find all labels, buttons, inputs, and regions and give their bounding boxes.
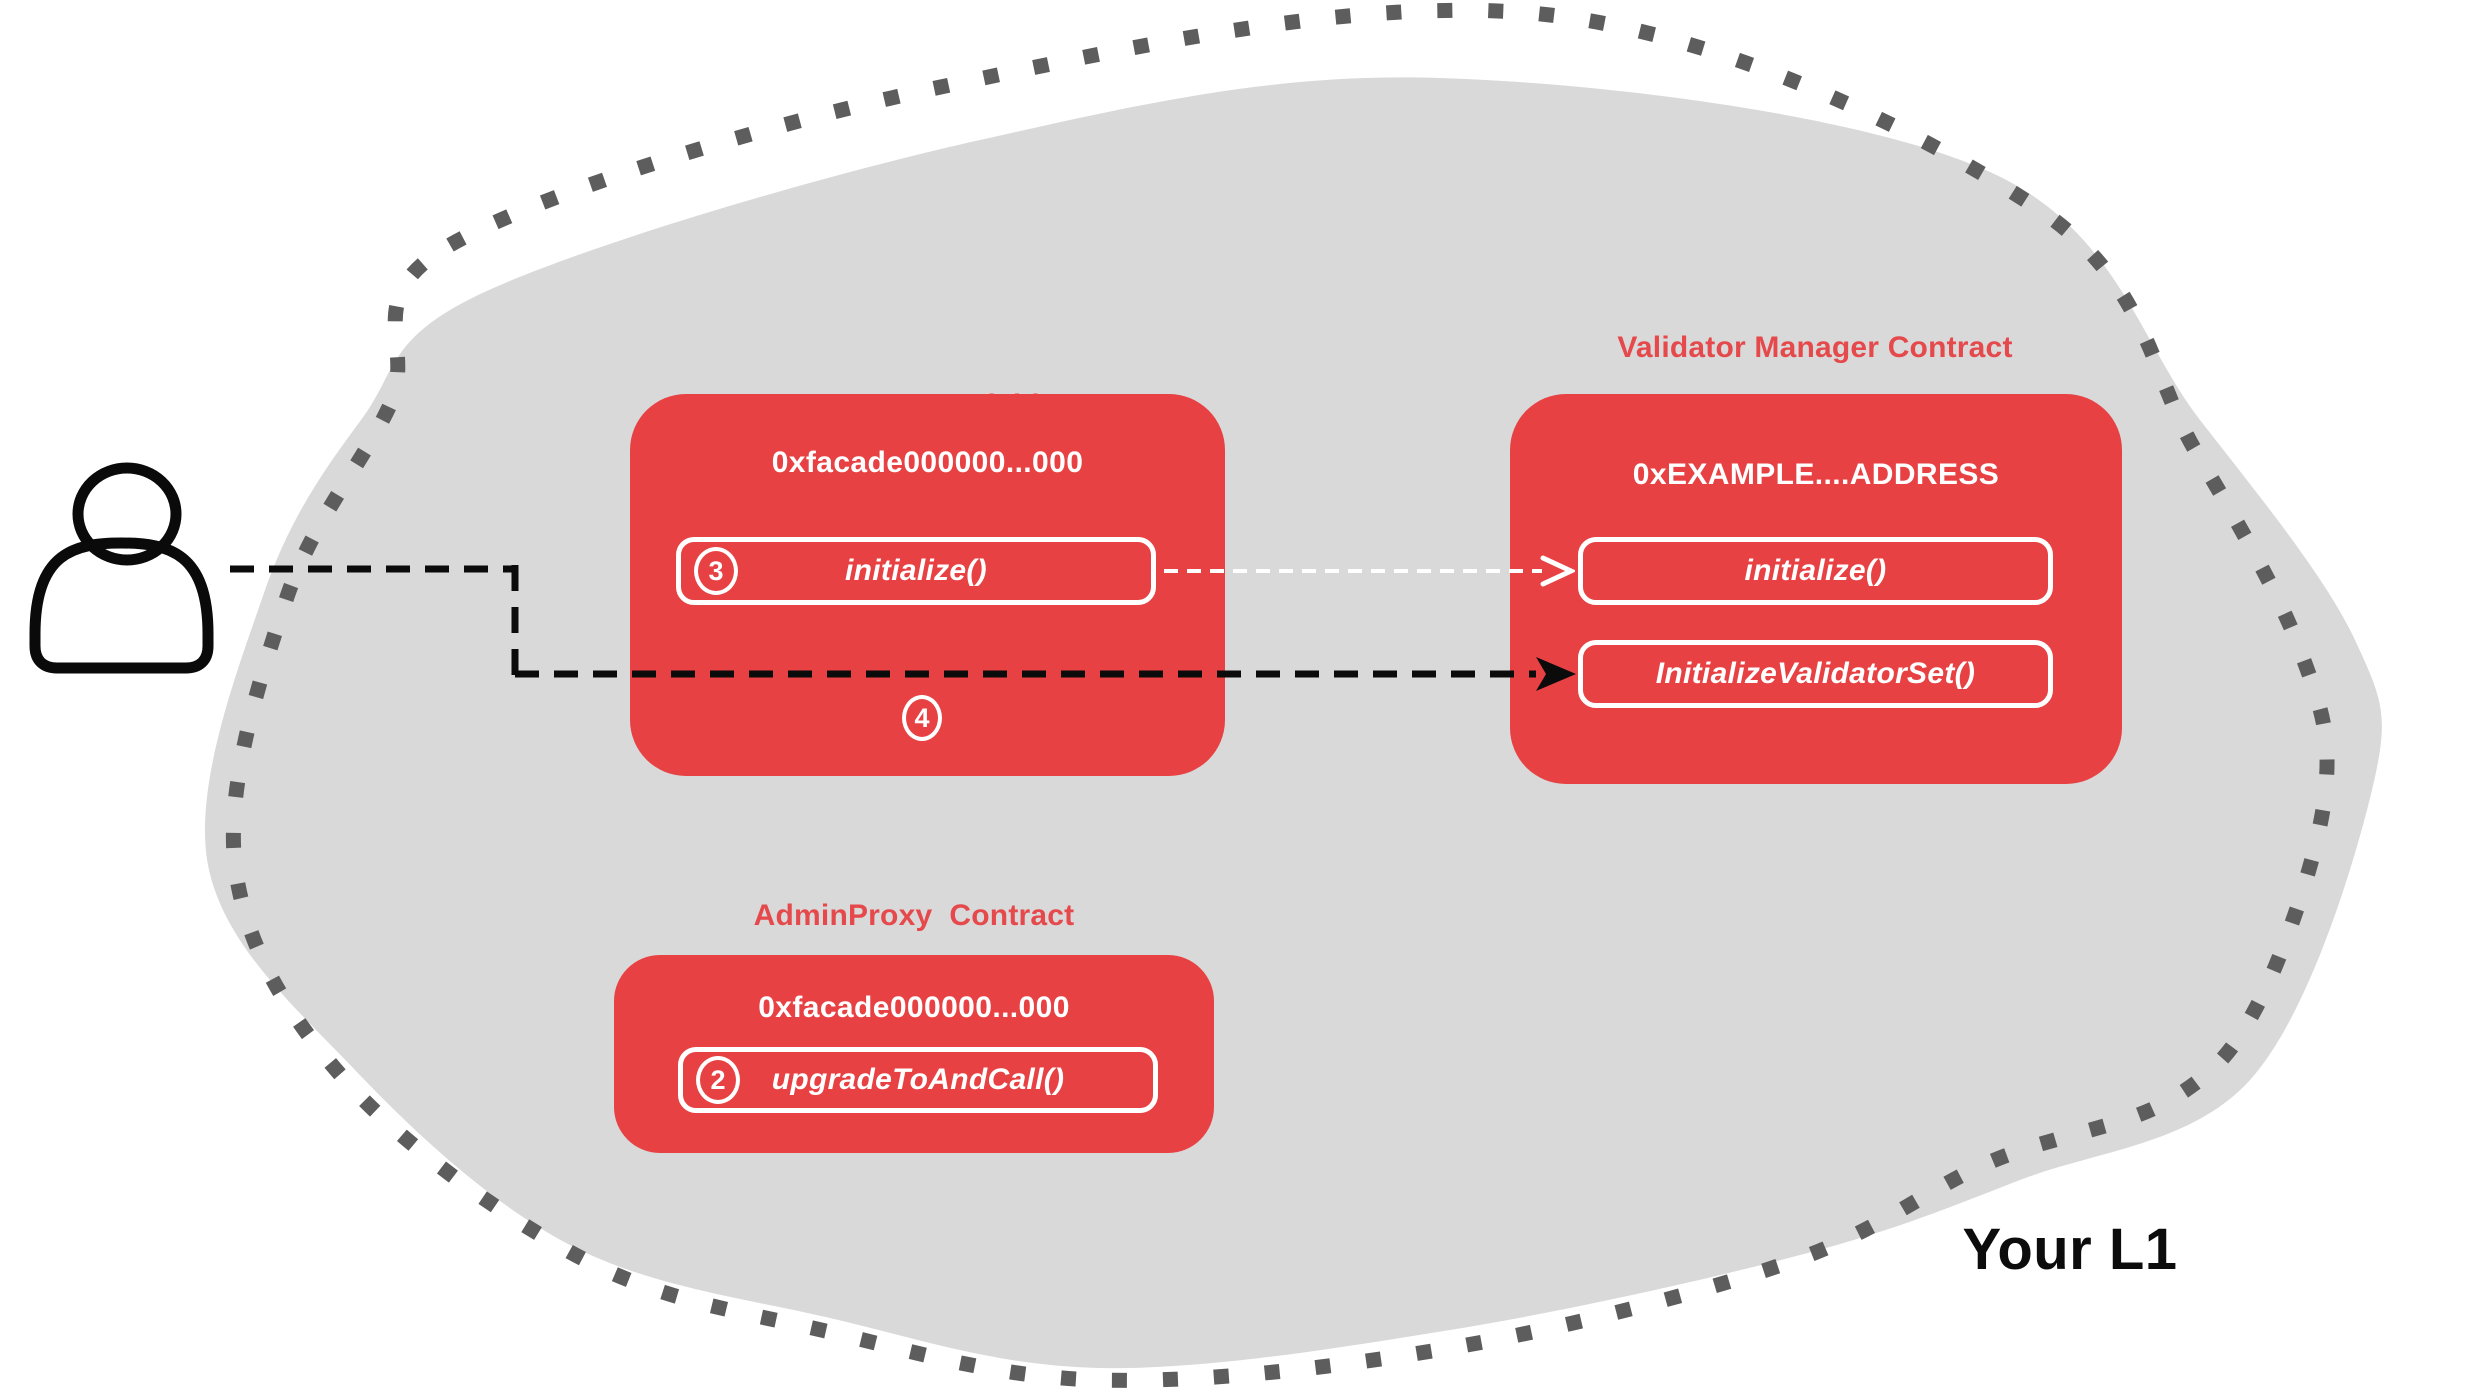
method-label: initialize() [1744,554,1887,587]
l1-dotted-border [225,2,2335,1388]
method-pill-validator-initialize: initialize() [1578,537,2053,605]
user-body-icon [29,537,214,674]
method-pill-initialize-validator-set: InitializeValidatorSet() [1578,640,2053,708]
proxy-contract-address: 0xfacade000000...000 [771,446,1084,479]
method-label: upgradeToAndCall() [771,1063,1065,1096]
method-pill-upgrade-to-and-call: 2 upgradeToAndCall() [678,1047,1158,1113]
admin-proxy-contract-address: 0xfacade000000...000 [758,991,1070,1024]
method-pill-proxy-initialize: 3 initialize() [676,537,1156,605]
step-badge-3: 3 [694,547,738,595]
validator-contract-title: Validator Manager Contract [1617,331,2013,364]
validator-contract-card: 0xEXAMPLE....ADDRESS initialize() Initia… [1510,394,2122,784]
step-badge-4: 4 [902,695,942,741]
user-icon [29,462,214,674]
admin-proxy-contract-card: 0xfacade000000...000 2 upgradeToAndCall(… [614,955,1214,1153]
proxy-contract-card: 0xfacade000000...000 3 initialize() 4 [630,394,1225,776]
validator-contract-address: 0xEXAMPLE....ADDRESS [1632,458,2000,491]
l1-region-label: Your L1 [1962,1217,2178,1282]
user-head-icon [72,462,182,566]
method-label: initialize() [845,554,987,587]
admin-proxy-contract-title: AdminProxy Contract [753,899,1075,932]
method-label: InitializeValidatorSet() [1655,657,1976,690]
step-badge-2: 2 [696,1056,740,1104]
